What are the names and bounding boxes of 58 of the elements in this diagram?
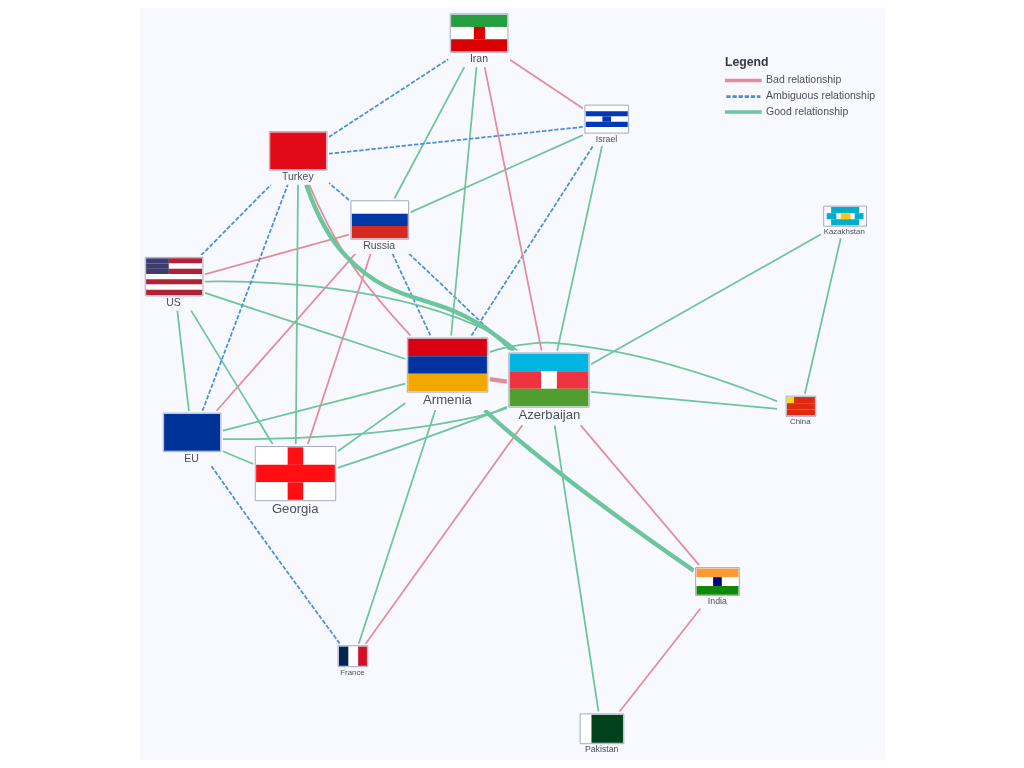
legend-label: Bad relationship xyxy=(765,74,841,86)
connector xyxy=(221,450,254,465)
connector xyxy=(307,183,412,337)
node-text: Azerbaijan xyxy=(517,407,580,423)
connector xyxy=(327,126,584,155)
node-text: Pakistan xyxy=(584,744,618,755)
connector xyxy=(409,134,584,214)
connector xyxy=(294,183,299,446)
connector xyxy=(201,183,289,412)
node-text: Russia xyxy=(362,240,395,252)
connector xyxy=(215,253,356,412)
connector xyxy=(203,280,518,352)
connector xyxy=(221,407,508,441)
connector xyxy=(327,182,350,201)
connector xyxy=(210,465,341,645)
connector xyxy=(221,382,406,432)
connector xyxy=(488,341,778,403)
connector xyxy=(336,406,508,469)
label: Legend xyxy=(724,55,768,70)
node-text: Turkey xyxy=(281,171,314,183)
connector xyxy=(579,424,700,567)
node-text: US xyxy=(165,297,181,309)
node-text: China xyxy=(789,417,811,427)
connector xyxy=(306,252,372,445)
connector xyxy=(555,145,603,352)
connector xyxy=(488,376,507,384)
legend-label: Ambiguous relationship xyxy=(765,89,875,101)
node-text: Armenia xyxy=(422,392,472,408)
connector xyxy=(357,409,436,645)
connector xyxy=(393,66,465,200)
node-text: Kazakhstan xyxy=(823,227,865,237)
connector xyxy=(189,309,274,446)
node-text: Israel xyxy=(595,133,617,144)
node-text: EU xyxy=(183,452,199,464)
node-text: India xyxy=(707,596,727,607)
connector xyxy=(364,424,523,645)
connector xyxy=(407,252,512,352)
node-text: Iran xyxy=(469,53,488,65)
connector xyxy=(391,252,431,337)
connector xyxy=(589,390,778,410)
connector xyxy=(803,237,842,395)
connector xyxy=(482,408,695,573)
connector xyxy=(470,145,594,337)
legend-label: Good relationship xyxy=(765,105,848,117)
connector xyxy=(449,66,477,337)
connector xyxy=(508,58,584,110)
connector xyxy=(483,65,542,352)
connector xyxy=(589,233,822,366)
connector xyxy=(553,424,599,713)
connector xyxy=(203,233,350,276)
connector xyxy=(618,607,701,713)
connector xyxy=(336,402,406,453)
connector xyxy=(327,58,449,138)
connector xyxy=(199,183,272,257)
connector xyxy=(203,292,406,360)
connector xyxy=(175,309,190,412)
node-text: France xyxy=(339,667,365,677)
node-text: Georgia xyxy=(271,500,319,516)
